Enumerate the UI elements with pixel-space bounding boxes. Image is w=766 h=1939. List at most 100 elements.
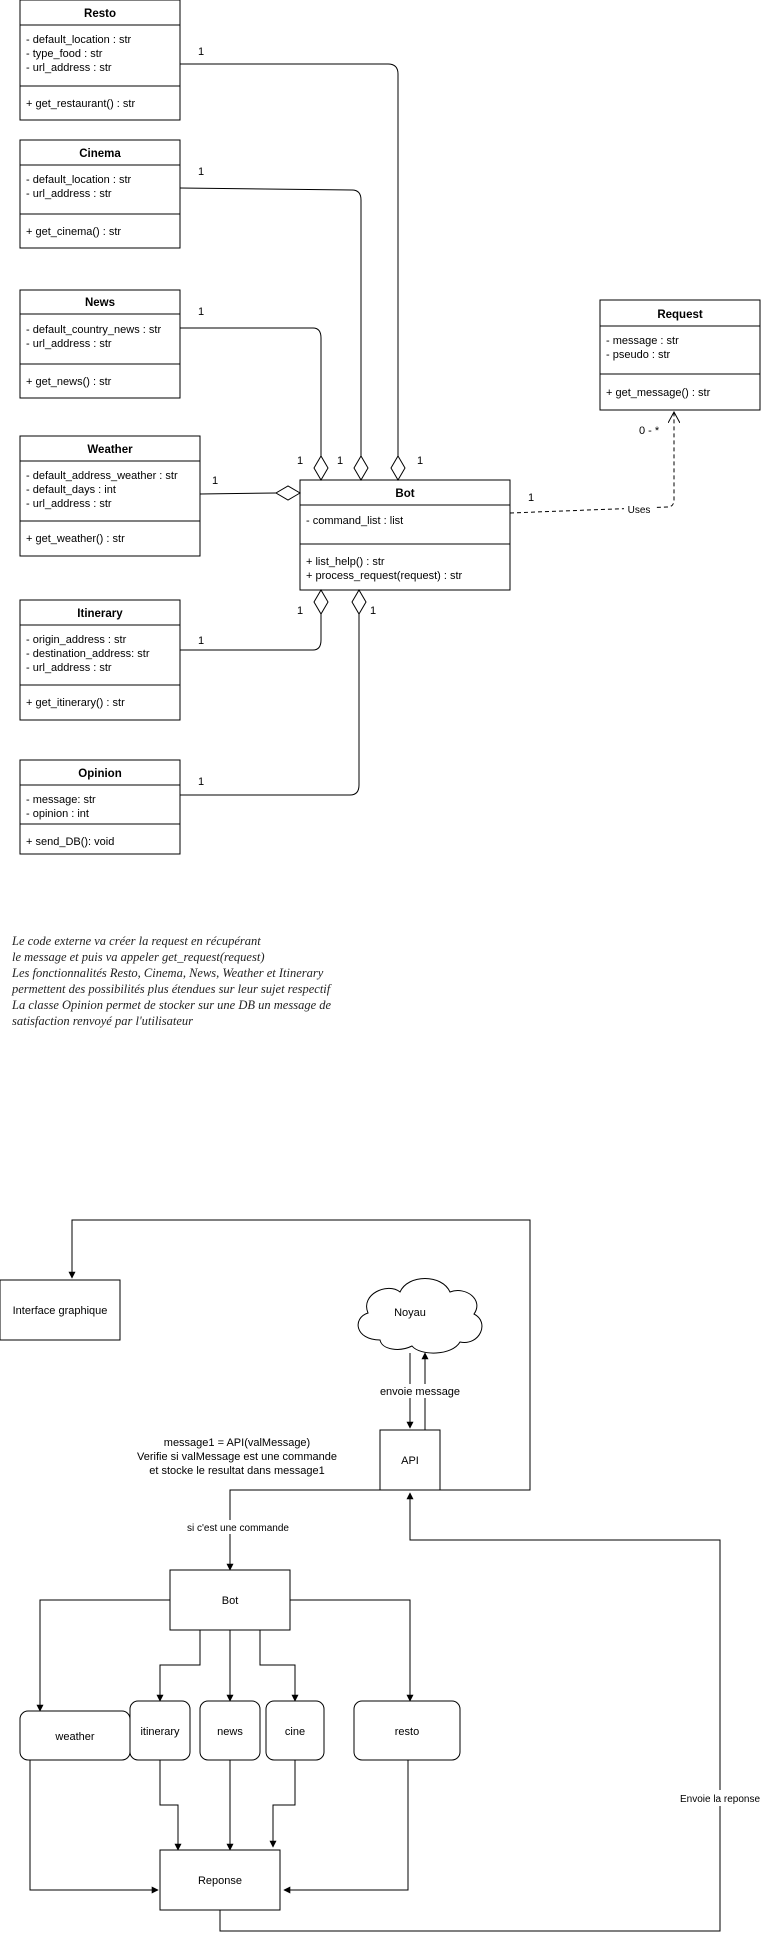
mult-itinerary: 1 [198, 635, 204, 647]
class-cinema-method: + get_cinema() : str [26, 226, 121, 238]
node-news[interactable]: news [199, 1700, 261, 1761]
mult-bot-opinion: 1 [370, 605, 376, 617]
class-cinema[interactable]: Cinema - default_location : str - url_ad… [19, 139, 181, 249]
class-request-name: Request [657, 309, 703, 321]
class-bot-name: Bot [395, 488, 414, 500]
class-resto-name: Resto [84, 8, 116, 20]
node-api-label: API [401, 1455, 419, 1467]
class-itinerary-name: Itinerary [77, 608, 123, 620]
envoie-reponse-label: Envoie la reponse [680, 1794, 760, 1805]
aggregation-cinema-bot [179, 187, 369, 481]
mult-opinion: 1 [198, 776, 204, 788]
class-request-method: + get_message() : str [606, 387, 711, 399]
node-resto[interactable]: resto [353, 1700, 461, 1761]
class-request-attr: - pseudo : str [606, 349, 671, 361]
note-line: le message et puis va appeler get_reques… [12, 950, 264, 964]
note-line: permettent des possibilités plus étendue… [11, 982, 332, 996]
class-cinema-attr: - url_address : str [26, 188, 112, 200]
note-line: Le code externe va créer la request en r… [11, 934, 261, 948]
class-weather-attr: - default_days : int [26, 484, 116, 496]
class-bot-method: + list_help() : str [306, 556, 385, 568]
node-reponse-label: Reponse [198, 1875, 242, 1887]
node-cine[interactable]: cine [265, 1700, 325, 1761]
multiplicity-labels: 1 1 1 1 1 1 1 1 1 1 1 1 0 - * [198, 46, 660, 788]
class-bot-method: + process_request(request) : str [306, 570, 463, 582]
mult-bot-request: 1 [528, 492, 534, 504]
uses-label: Uses [628, 505, 651, 516]
class-itinerary-attr: - destination_address: str [26, 648, 150, 660]
class-itinerary-attr: - url_address : str [26, 662, 112, 674]
mult-news: 1 [198, 306, 204, 318]
class-itinerary-attr: - origin_address : str [26, 634, 127, 646]
class-weather[interactable]: Weather - default_address_weather : str … [19, 435, 201, 557]
dependency-bot-request [509, 412, 674, 514]
note-line: La classe Opinion permet de stocker sur … [11, 998, 331, 1012]
mult-bot-resto: 1 [417, 455, 423, 467]
flow-connectors [29, 1219, 721, 1932]
node-bot[interactable]: Bot [169, 1569, 291, 1631]
mult-bot-news: 1 [297, 455, 303, 467]
api-note-line: message1 = API(valMessage) [164, 1437, 310, 1449]
node-itinerary[interactable]: itinerary [129, 1700, 191, 1761]
class-resto-attr: - type_food : str [26, 48, 103, 60]
note-line: satisfaction renvoyé par l'utilisateur [12, 1014, 193, 1028]
class-weather-name: Weather [87, 444, 133, 456]
class-weather-attr: - default_address_weather : str [26, 470, 178, 482]
mult-resto: 1 [198, 46, 204, 58]
aggregation-itinerary-bot [180, 589, 329, 651]
class-request[interactable]: Request - message : str - pseudo : str +… [599, 299, 761, 411]
class-news[interactable]: News - default_country_news : str - url_… [19, 289, 181, 399]
node-weather-label: weather [54, 1731, 94, 1743]
class-news-method: + get_news() : str [26, 376, 112, 388]
envoie-message-label: envoie message [380, 1386, 460, 1398]
class-resto-method: + get_restaurant() : str [26, 98, 135, 110]
mult-cinema: 1 [198, 166, 204, 178]
node-api[interactable]: API [379, 1429, 441, 1491]
class-bot[interactable]: Bot - command_list : list + list_help() … [299, 479, 511, 591]
api-annotation: message1 = API(valMessage) Verifie si va… [137, 1437, 337, 1477]
node-reponse[interactable]: Reponse [159, 1849, 281, 1911]
node-interface[interactable]: Interface graphique [0, 1279, 121, 1341]
note-text: Le code externe va créer la request en r… [11, 934, 332, 1028]
si-commande-label: si c'est une commande [187, 1523, 289, 1534]
node-news-label: news [217, 1726, 243, 1738]
class-bot-attr: - command_list : list [306, 515, 403, 527]
class-opinion-name: Opinion [78, 768, 121, 780]
class-opinion[interactable]: Opinion - message: str - opinion : int +… [19, 759, 181, 855]
mult-request: 0 - * [639, 425, 660, 437]
api-note-line: et stocke le resultat dans message1 [149, 1465, 324, 1477]
class-request-attr: - message : str [606, 335, 679, 347]
class-news-attr: - url_address : str [26, 338, 112, 350]
class-cinema-name: Cinema [79, 148, 121, 160]
class-cinema-attr: - default_location : str [26, 174, 132, 186]
aggregation-opinion-bot [180, 589, 367, 796]
class-resto[interactable]: Resto - default_location : str - type_fo… [19, 0, 181, 121]
aggregation-weather-bot [199, 485, 301, 501]
node-cine-label: cine [285, 1726, 305, 1738]
api-note-line: Verifie si valMessage est une commande [137, 1451, 337, 1463]
node-weather[interactable]: weather [19, 1710, 131, 1761]
class-itinerary-method: + get_itinerary() : str [26, 697, 125, 709]
mult-bot-cinema: 1 [337, 455, 343, 467]
class-resto-attr: - default_location : str [26, 34, 132, 46]
aggregation-news-bot [180, 327, 329, 481]
mult-bot-itinerary: 1 [297, 605, 303, 617]
mult-weather: 1 [212, 475, 218, 487]
node-resto-label: resto [395, 1726, 419, 1738]
node-noyau[interactable]: Noyau [357, 1278, 483, 1354]
node-noyau-label: Noyau [394, 1307, 426, 1319]
class-weather-method: + get_weather() : str [26, 533, 125, 545]
class-opinion-attr: - opinion : int [26, 808, 89, 820]
class-news-name: News [85, 297, 115, 309]
note-line: Les fonctionnalités Resto, Cinema, News,… [11, 966, 324, 980]
node-bot-label: Bot [222, 1595, 239, 1607]
class-weather-attr: - url_address : str [26, 498, 112, 510]
node-itinerary-label: itinerary [140, 1726, 180, 1738]
class-opinion-method: + send_DB(): void [26, 836, 114, 848]
aggregation-resto-bot [180, 63, 406, 481]
class-itinerary[interactable]: Itinerary - origin_address : str - desti… [19, 599, 181, 721]
node-interface-label: Interface graphique [13, 1305, 108, 1317]
class-news-attr: - default_country_news : str [26, 324, 161, 336]
class-opinion-attr: - message: str [26, 794, 96, 806]
